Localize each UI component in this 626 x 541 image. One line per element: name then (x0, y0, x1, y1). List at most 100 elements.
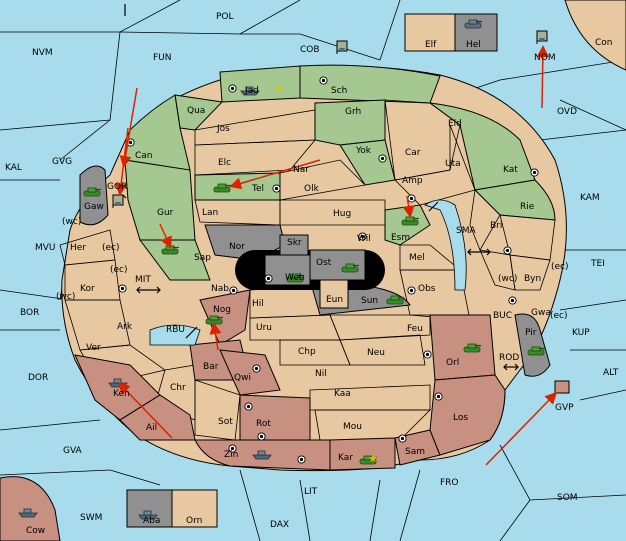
label-swm: SWM (80, 513, 102, 523)
label-sun: Sun (361, 296, 378, 306)
province-rot[interactable] (239, 394, 311, 441)
label-ail: Ail (146, 423, 157, 433)
label-nom: NOM (534, 53, 556, 63)
label-cob: COB (300, 45, 320, 55)
label-mel: Mel (409, 253, 425, 263)
supply-center-dot-icon (530, 168, 539, 177)
label-grh: Grh (345, 107, 361, 117)
label-qwi: Qwi (234, 373, 251, 383)
province-jad[interactable] (219, 65, 301, 103)
label-ark: Ark (117, 322, 133, 332)
label-car: Car (405, 148, 421, 158)
supply-center-dot-icon (228, 84, 237, 93)
label-jad: Jad (244, 86, 259, 96)
label-kor: Kor (80, 284, 95, 294)
label-qua: Qua (187, 106, 205, 116)
label-nog: Nog (213, 305, 231, 315)
label-nvm: NVM (32, 48, 53, 58)
label-fro: FRO (440, 478, 459, 488)
province-aba[interactable] (126, 489, 173, 528)
supply-center-dot-icon (244, 402, 253, 411)
supply-center-dot-icon (118, 284, 127, 293)
label-ec-1: (ec) (102, 243, 120, 253)
province-gvp-marker[interactable] (554, 380, 570, 394)
label-olk: Olk (304, 184, 320, 194)
order-arrows (115, 45, 558, 466)
label-mit: MIT (135, 275, 151, 285)
province-ail[interactable] (119, 394, 196, 441)
sea-rbu[interactable] (149, 324, 201, 346)
supply-center-dot-icon (407, 286, 416, 295)
province-sch[interactable] (299, 64, 441, 104)
label-dax: DAX (270, 520, 289, 530)
label-sma: SMA (456, 226, 476, 236)
supply-center-dot-icon (434, 392, 443, 401)
label-ken: Ken (113, 389, 130, 399)
label-chr: Chr (170, 383, 186, 393)
province-los[interactable] (429, 374, 506, 456)
star-icon: ★ (368, 452, 378, 465)
label-elc: Elc (218, 158, 231, 168)
province-pir[interactable] (514, 313, 551, 377)
label-zin: Zin (224, 450, 238, 460)
label-nor: Nor (229, 242, 245, 252)
label-web: Web (285, 273, 305, 283)
label-mvu: MVU (35, 243, 56, 253)
label-wc-1: (wc) (62, 217, 81, 227)
label-elf: Elf (425, 40, 437, 50)
province-tel[interactable] (194, 172, 281, 201)
label-lit: LIT (304, 487, 318, 497)
label-kar: Kar (338, 453, 353, 463)
province-sap[interactable] (139, 239, 211, 281)
label-los: Los (453, 413, 468, 423)
label-chp: Chp (298, 347, 316, 357)
units: ★ ★ (18, 19, 548, 520)
label-tei: TEI (590, 259, 605, 269)
label-rod: ROD (499, 353, 519, 363)
label-mou: Mou (343, 422, 362, 432)
label-feu: Feu (407, 324, 423, 334)
double-arrow-icon (428, 201, 439, 212)
label-buc: BUC (493, 311, 512, 321)
label-byn: Byn (524, 274, 541, 284)
label-ver: Ver (86, 343, 101, 353)
province-qwi[interactable] (219, 349, 281, 396)
label-lan: Lan (202, 208, 218, 218)
label-cow: Cow (26, 526, 45, 536)
supply-center-dot-icon (398, 434, 407, 443)
label-gwa: Gwa (531, 308, 551, 318)
label-sap: Sap (194, 253, 211, 263)
label-kaa: Kaa (334, 389, 351, 399)
label-pir: Pir (525, 328, 537, 338)
province-kar[interactable] (329, 437, 396, 471)
province-eun[interactable] (319, 279, 349, 309)
label-skr: Skr (287, 238, 302, 248)
label-dor: DOR (28, 373, 48, 383)
label-yok: Yok (355, 146, 372, 156)
label-nar: Nar (293, 165, 309, 175)
label-gor: GOR (107, 182, 127, 192)
label-can: Can (135, 151, 153, 161)
sea-sma[interactable] (424, 199, 467, 291)
label-bor: BOR (20, 308, 39, 318)
province-elf[interactable] (404, 13, 456, 52)
label-aba: Aba (143, 516, 160, 526)
label-hel: Hel (466, 40, 481, 50)
label-gur: Gur (157, 208, 174, 218)
label-eld: Eld (448, 119, 462, 129)
province-orl[interactable] (429, 314, 496, 381)
supply-center-dot-icon (264, 274, 273, 283)
label-uru: Uru (256, 323, 272, 333)
supply-center-dot-icon (272, 184, 281, 193)
label-neu: Neu (367, 348, 385, 358)
label-ovd: OVD (557, 107, 577, 117)
label-amp: Amp (402, 176, 423, 186)
label-wc-2: (wc) (498, 274, 517, 284)
label-wc-3: (wc) (56, 292, 75, 302)
supply-center-dot-icon (229, 286, 238, 295)
label-wil: Wil (357, 234, 371, 244)
label-nil: Nil (315, 369, 327, 379)
label-her: Her (70, 243, 86, 253)
province-orn[interactable] (171, 489, 218, 528)
